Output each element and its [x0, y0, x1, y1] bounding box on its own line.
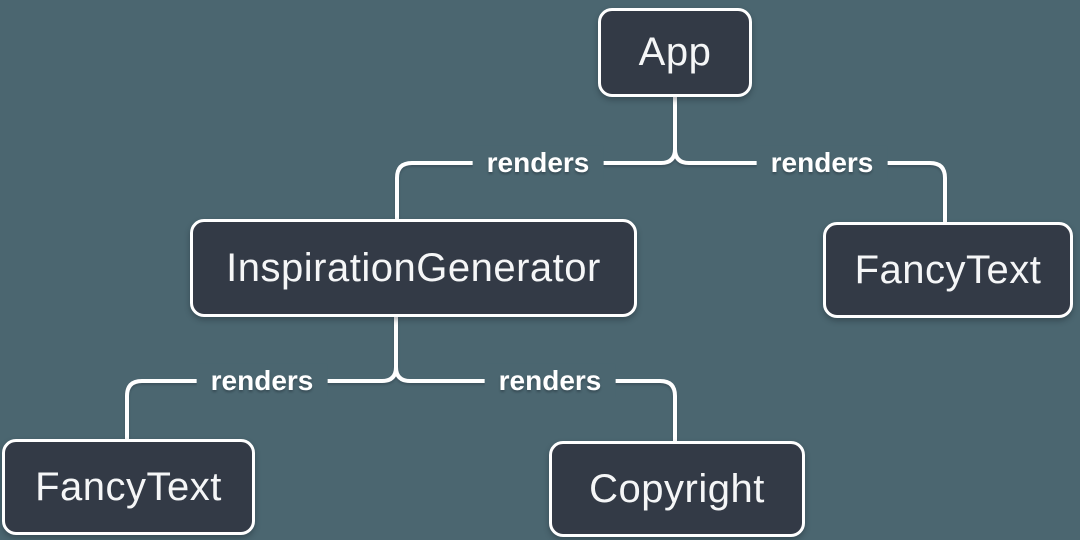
- edge-inspiration-generator-to-copyright: [394, 365, 677, 443]
- node-inspiration-generator: InspirationGenerator: [190, 219, 637, 317]
- node-app-label: App: [638, 30, 712, 74]
- node-app: App: [598, 8, 752, 97]
- node-fancy-text-top-label: FancyText: [854, 247, 1042, 292]
- edge-label-renders-inspiration-generator-fancy-text: renders: [196, 363, 328, 399]
- node-fancy-text-top: FancyText: [823, 222, 1073, 318]
- node-fancy-text-bottom: FancyText: [2, 439, 255, 535]
- node-copyright: Copyright: [549, 441, 805, 537]
- edge-label-renders-app-inspiration-generator: renders: [472, 145, 604, 181]
- edge-label-renders-inspiration-generator-copyright: renders: [484, 363, 616, 399]
- node-copyright-label: Copyright: [589, 466, 765, 511]
- node-inspiration-generator-label: InspirationGenerator: [226, 245, 601, 290]
- edge-label-renders-app-fancy-text: renders: [756, 145, 888, 181]
- node-fancy-text-bottom-label: FancyText: [35, 464, 222, 509]
- edge-app-to-fancy-text-top: [673, 147, 947, 224]
